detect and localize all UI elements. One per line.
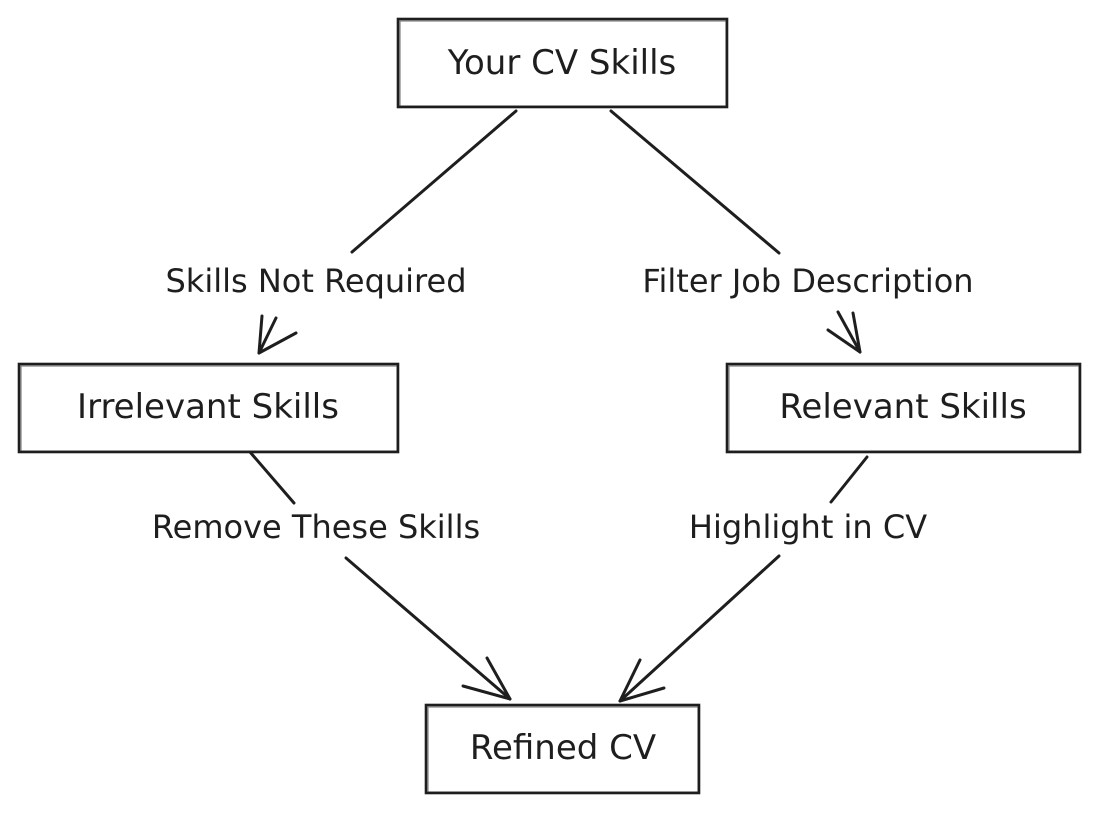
arrowhead-relevant bbox=[826, 311, 862, 354]
node-irrelevant-skills: Irrelevant Skills bbox=[17, 362, 400, 454]
label-filter-job-description: Filter Job Description bbox=[642, 262, 973, 300]
edge-remove-these-skills bbox=[248, 450, 512, 701]
edge-skills-not-required bbox=[257, 109, 518, 355]
node-refined-cv: Refined CV bbox=[424, 703, 701, 795]
edge-line-irrelevant-to-refined-top bbox=[248, 450, 296, 505]
node-your-cv-skills-sketch bbox=[399, 20, 727, 107]
edge-line-relevant-to-refined bbox=[618, 554, 781, 703]
arrowhead-refined-left bbox=[461, 656, 512, 701]
edge-line-cv-to-relevant-tail bbox=[836, 310, 862, 354]
label-skills-not-required: Skills Not Required bbox=[165, 262, 466, 300]
edge-line-cv-to-irrelevant-tail bbox=[257, 316, 278, 355]
node-relevant-skills: Relevant Skills bbox=[725, 362, 1082, 454]
node-refined-cv-label: Refined CV bbox=[470, 728, 656, 768]
node-irrelevant-skills-label: Irrelevant Skills bbox=[77, 387, 339, 427]
node-relevant-skills-label: Relevant Skills bbox=[779, 387, 1026, 427]
node-relevant-skills-box bbox=[725, 362, 1082, 454]
node-your-cv-skills: Your CV Skills bbox=[396, 17, 729, 109]
label-remove-these-skills: Remove These Skills bbox=[152, 508, 480, 546]
edge-line-relevant-to-refined-top bbox=[829, 455, 869, 504]
node-refined-cv-box bbox=[424, 703, 701, 795]
node-refined-cv-sketch bbox=[427, 706, 699, 793]
arrowhead-refined-right bbox=[618, 658, 666, 703]
edge-filter-job-description bbox=[609, 109, 862, 354]
edge-line-cv-to-relevant bbox=[609, 109, 781, 255]
node-irrelevant-skills-sketch bbox=[20, 365, 398, 452]
edge-line-irrelevant-to-refined bbox=[344, 556, 512, 701]
node-irrelevant-skills-box bbox=[17, 362, 400, 454]
node-relevant-skills-sketch bbox=[728, 365, 1080, 452]
node-your-cv-skills-box bbox=[396, 17, 729, 109]
arrowhead-irrelevant bbox=[257, 314, 298, 355]
edge-highlight-in-cv bbox=[618, 455, 869, 703]
node-your-cv-skills-label: Your CV Skills bbox=[447, 43, 677, 83]
edge-line-cv-to-irrelevant bbox=[350, 109, 518, 254]
label-highlight-in-cv: Highlight in CV bbox=[689, 508, 927, 546]
